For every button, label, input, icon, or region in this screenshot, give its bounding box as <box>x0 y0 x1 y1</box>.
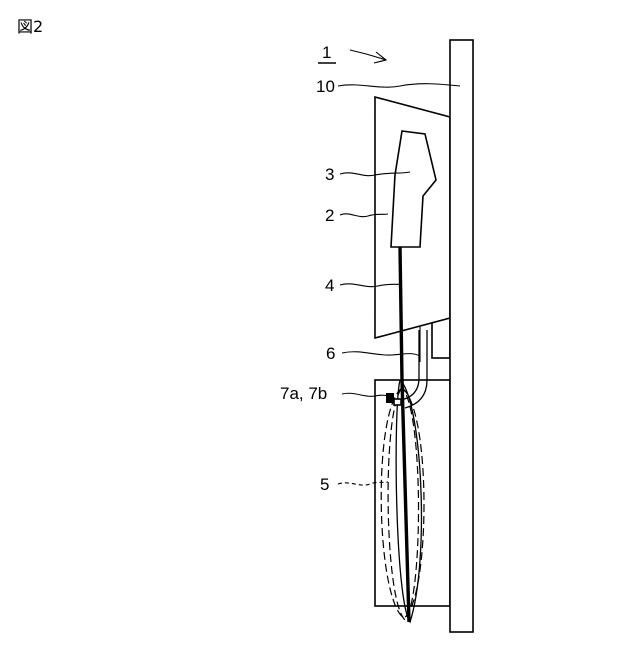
cable <box>398 246 411 623</box>
holder-label-group: 2 <box>325 206 389 225</box>
label-cable: 4 <box>325 276 334 295</box>
clip-7b <box>393 398 402 406</box>
solid-loop <box>395 379 423 624</box>
assembly-reference: 1 <box>318 43 388 64</box>
guide-label-group: 6 <box>326 344 421 363</box>
label-assembly: 1 <box>322 43 331 62</box>
connector-label-group: 3 <box>325 165 411 184</box>
clips-leader <box>341 392 393 398</box>
assembly-arrow-shaft <box>349 49 387 61</box>
connector-head <box>390 130 437 248</box>
panel-label-group: 10 <box>316 77 461 96</box>
clip-7a <box>386 393 394 403</box>
guide-tube-outer <box>400 330 420 401</box>
figure-title: 図2 <box>17 17 43 36</box>
wall-panel <box>449 39 474 633</box>
clips-label-group: 7a, 7b <box>280 384 393 403</box>
guide-tube-inner <box>404 330 428 409</box>
cable-label-group: 4 <box>325 276 403 295</box>
bracket-right <box>431 317 451 359</box>
lower-housing-body <box>374 379 451 607</box>
dashed-loop-2 <box>387 387 420 621</box>
label-connector: 3 <box>325 165 334 184</box>
label-slack-loop: 5 <box>320 475 329 494</box>
slack-label-group: 5 <box>320 475 389 494</box>
panel-leader <box>337 83 461 88</box>
guide-leader <box>341 351 421 357</box>
cable-leader <box>339 283 403 288</box>
dashed-loop-1 <box>380 387 425 619</box>
connector-leader <box>339 171 411 177</box>
label-panel: 10 <box>316 77 335 96</box>
holder-leader <box>339 213 389 218</box>
label-guide: 6 <box>326 344 335 363</box>
label-holder: 2 <box>325 206 334 225</box>
cable-slack-loops <box>380 379 425 624</box>
assembly-arrow-head <box>373 51 388 64</box>
label-clips: 7a, 7b <box>280 384 327 403</box>
slack-leader <box>337 481 389 486</box>
